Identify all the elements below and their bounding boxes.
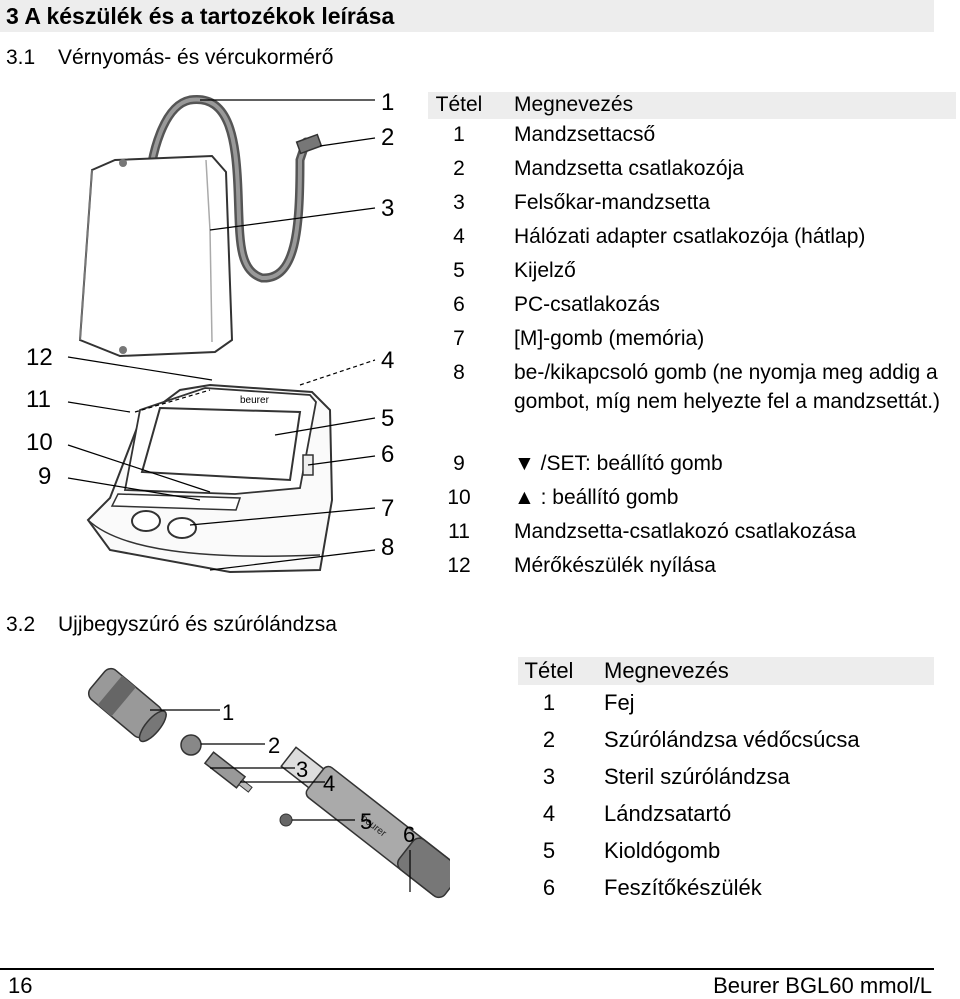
- callout-11: 11: [26, 386, 51, 413]
- row-name: Mérőkészülék nyílása: [514, 554, 716, 577]
- row-number: 2: [542, 727, 556, 752]
- row-name: Kijelző: [514, 259, 576, 282]
- footer-rule: [0, 968, 934, 970]
- callout-2-3: 3: [296, 757, 309, 782]
- row-name: PC-csatlakozás: [514, 293, 660, 316]
- row-number: 12: [447, 554, 471, 577]
- row-number: 6: [542, 875, 556, 900]
- table-row: 1 Mandzsettacső: [428, 120, 956, 154]
- table-row: 1 Fej: [518, 687, 934, 724]
- row-number: 5: [542, 838, 556, 863]
- table-row: 4 Lándzsatartó: [518, 798, 934, 835]
- row-number: 10: [447, 486, 471, 509]
- row-number: 3: [453, 191, 465, 214]
- callout-2-5: 5: [360, 809, 373, 834]
- footer-product-name: Beurer BGL60 mmol/L: [713, 973, 932, 998]
- row-name: Kioldógomb: [604, 838, 721, 863]
- table-row: 6 PC-csatlakozás: [428, 290, 956, 324]
- col-item-header: Tétel: [524, 658, 574, 683]
- callout-4: 4: [381, 347, 395, 374]
- blood-pressure-monitor-illustration: beurer: [67, 95, 376, 574]
- callout-1: 1: [381, 89, 395, 116]
- row-number: 1: [453, 123, 465, 146]
- callout-10: 10: [26, 429, 53, 456]
- table-row: 8 be-/kikapcsoló gomb (ne nyomja meg addi…: [428, 358, 956, 449]
- callout-5: 5: [381, 405, 395, 432]
- row-number: 9: [453, 452, 465, 475]
- col-name-header: Megnevezés: [514, 93, 634, 116]
- callout-2: 2: [381, 124, 395, 151]
- row-name: Mandzsetta-csatlakozó csatlakozása: [514, 520, 856, 543]
- row-name: Fej: [604, 690, 635, 715]
- table-row: 2 Szúrólándzsa védőcsúcsa: [518, 724, 934, 761]
- callout-2-6: 6: [403, 822, 416, 847]
- col-item-header: Tétel: [435, 93, 483, 116]
- section-heading-3-2: 3.2 Ujjbegyszúró és szúrólándzsa: [6, 613, 337, 637]
- page-number: 16: [8, 973, 33, 998]
- callout-2-2: 2: [268, 733, 281, 758]
- row-name: ▲ : beállító gomb: [514, 486, 679, 509]
- callout-12: 12: [26, 344, 53, 371]
- callout-2-4: 4: [323, 771, 336, 796]
- table-row: 10 ▲ : beállító gomb: [428, 483, 956, 517]
- row-name: Steril szúrólándzsa: [604, 764, 790, 789]
- row-number: 11: [448, 520, 470, 543]
- row-number: 7: [453, 327, 465, 350]
- callout-9: 9: [38, 463, 52, 490]
- table-row: 2 Mandzsetta csatlakozója: [428, 154, 956, 188]
- row-name: be-/kikapcsoló gomb (ne nyomja meg addig…: [514, 361, 941, 413]
- parts-table-3-2: Tétel Megnevezés 1 Fej 2 Szúrólándzsa védő…: [518, 657, 934, 907]
- callout-8: 8: [381, 534, 395, 561]
- row-number: 3: [542, 764, 556, 789]
- section-title: Ujjbegyszúró és szúrólándzsa: [58, 613, 337, 636]
- col-name-header: Megnevezés: [604, 658, 729, 683]
- table-row: 9 ▼ /SET: beállító gomb: [428, 449, 956, 483]
- lancing-device-illustration: beurer: [87, 667, 450, 899]
- row-name: Szúrólándzsa védőcsúcsa: [604, 727, 860, 752]
- table-row: 12 Mérőkészülék nyílása: [428, 551, 956, 585]
- row-number: 5: [453, 259, 465, 282]
- section-heading-3-1: 3.1 Vérnyomás- és vércukormérő: [6, 46, 333, 70]
- row-number: 1: [542, 690, 556, 715]
- callout-7: 7: [381, 495, 395, 522]
- chapter-heading-bar: [0, 0, 934, 32]
- callout-2-1: 1: [222, 700, 235, 725]
- row-name: ▼ /SET: beállító gomb: [514, 452, 723, 475]
- table-row: 7 [M]-gomb (memória): [428, 324, 956, 358]
- section-number: 3.2: [6, 613, 36, 636]
- table-row: 5 Kijelző: [428, 256, 956, 290]
- chapter-title: 3 A készülék és a tartozékok leírása: [6, 3, 395, 29]
- row-number: 2: [453, 157, 465, 180]
- row-name: Lándzsatartó: [604, 801, 732, 826]
- row-name: [M]-gomb (memória): [514, 327, 705, 350]
- row-number: 4: [453, 225, 465, 248]
- row-name: Hálózati adapter csatlakozója (hátlap): [514, 225, 866, 248]
- row-name: Mandzsettacső: [514, 123, 656, 146]
- row-name: Mandzsetta csatlakozója: [514, 157, 744, 180]
- callout-6: 6: [381, 441, 395, 468]
- row-number: 6: [453, 293, 465, 316]
- row-number: 4: [542, 801, 556, 826]
- table-header: Tétel Megnevezés: [428, 92, 956, 119]
- table-row: 6 Feszítőkészülék: [518, 872, 934, 909]
- section-number: 3.1: [6, 46, 36, 69]
- table-row: 5 Kioldógomb: [518, 835, 934, 872]
- row-number: 8: [453, 361, 465, 384]
- monitor-brand-label: beurer: [240, 395, 270, 406]
- row-name: Felsőkar-mandzsetta: [514, 191, 711, 214]
- callout-3: 3: [381, 195, 395, 222]
- table-row: 3 Felsőkar-mandzsetta: [428, 188, 956, 222]
- table-header: Tétel Megnevezés: [518, 657, 934, 685]
- table-row: 3 Steril szúrólándzsa: [518, 761, 934, 798]
- table-row: 11 Mandzsetta-csatlakozó csatlakozása: [428, 517, 956, 551]
- section-title: Vérnyomás- és vércukormérő: [58, 46, 334, 69]
- table-row: 4 Hálózati adapter csatlakozója (hátlap): [428, 222, 956, 256]
- row-name: Feszítőkészülék: [604, 875, 762, 900]
